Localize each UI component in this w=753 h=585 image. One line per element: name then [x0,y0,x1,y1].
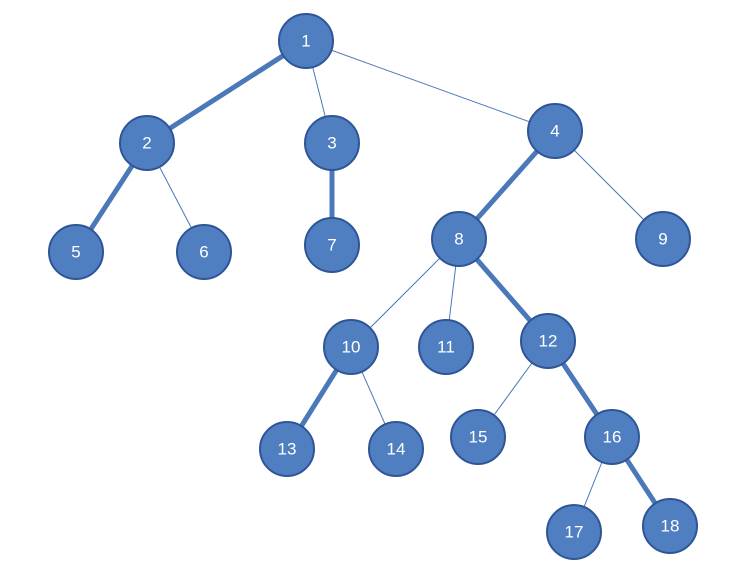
tree-node-1: 1 [278,13,334,69]
node-circle [119,115,175,171]
tree-node-4: 4 [527,103,583,159]
tree-node-11: 11 [418,319,474,375]
node-label: 5 [71,243,80,262]
node-label: 16 [603,428,622,447]
tree-node-13: 13 [259,421,315,477]
node-label: 13 [278,440,297,459]
node-circle [546,504,602,560]
node-circle [304,115,360,171]
tree-node-14: 14 [368,421,424,477]
tree-node-18: 18 [642,498,698,554]
node-circle [278,13,334,69]
node-label: 14 [387,440,406,459]
node-label: 8 [454,230,463,249]
node-label: 9 [658,230,667,249]
node-circle [48,224,104,280]
node-circle [635,211,691,267]
node-label: 6 [199,243,208,262]
tree-node-10: 10 [323,319,379,375]
node-circle [323,319,379,375]
node-label: 15 [469,428,488,447]
node-label: 3 [327,134,336,153]
tree-node-2: 2 [119,115,175,171]
tree-node-9: 9 [635,211,691,267]
node-label: 7 [327,236,336,255]
node-circle [450,409,506,465]
node-label: 11 [437,338,455,357]
tree-node-3: 3 [304,115,360,171]
node-circle [584,409,640,465]
tree-node-15: 15 [450,409,506,465]
node-circle [431,211,487,267]
node-label: 1 [301,32,310,51]
tree-node-6: 6 [176,224,232,280]
node-label: 2 [142,134,151,153]
tree-node-17: 17 [546,504,602,560]
node-circle [176,224,232,280]
node-label: 10 [342,338,361,357]
node-circle [527,103,583,159]
node-label: 17 [565,523,584,542]
edge-1-2 [144,38,309,146]
node-circle [304,217,360,273]
node-circle [259,421,315,477]
node-circle [368,421,424,477]
node-label: 12 [539,332,558,351]
tree-node-12: 12 [520,313,576,369]
node-circle [520,313,576,369]
node-circle [642,498,698,554]
tree-node-8: 8 [431,211,487,267]
tree-node-16: 16 [584,409,640,465]
edge-1-4 [305,40,556,132]
tree-node-5: 5 [48,224,104,280]
node-label: 18 [661,517,680,536]
tree-node-7: 7 [304,217,360,273]
node-label: 4 [550,122,559,141]
node-circle [418,319,474,375]
